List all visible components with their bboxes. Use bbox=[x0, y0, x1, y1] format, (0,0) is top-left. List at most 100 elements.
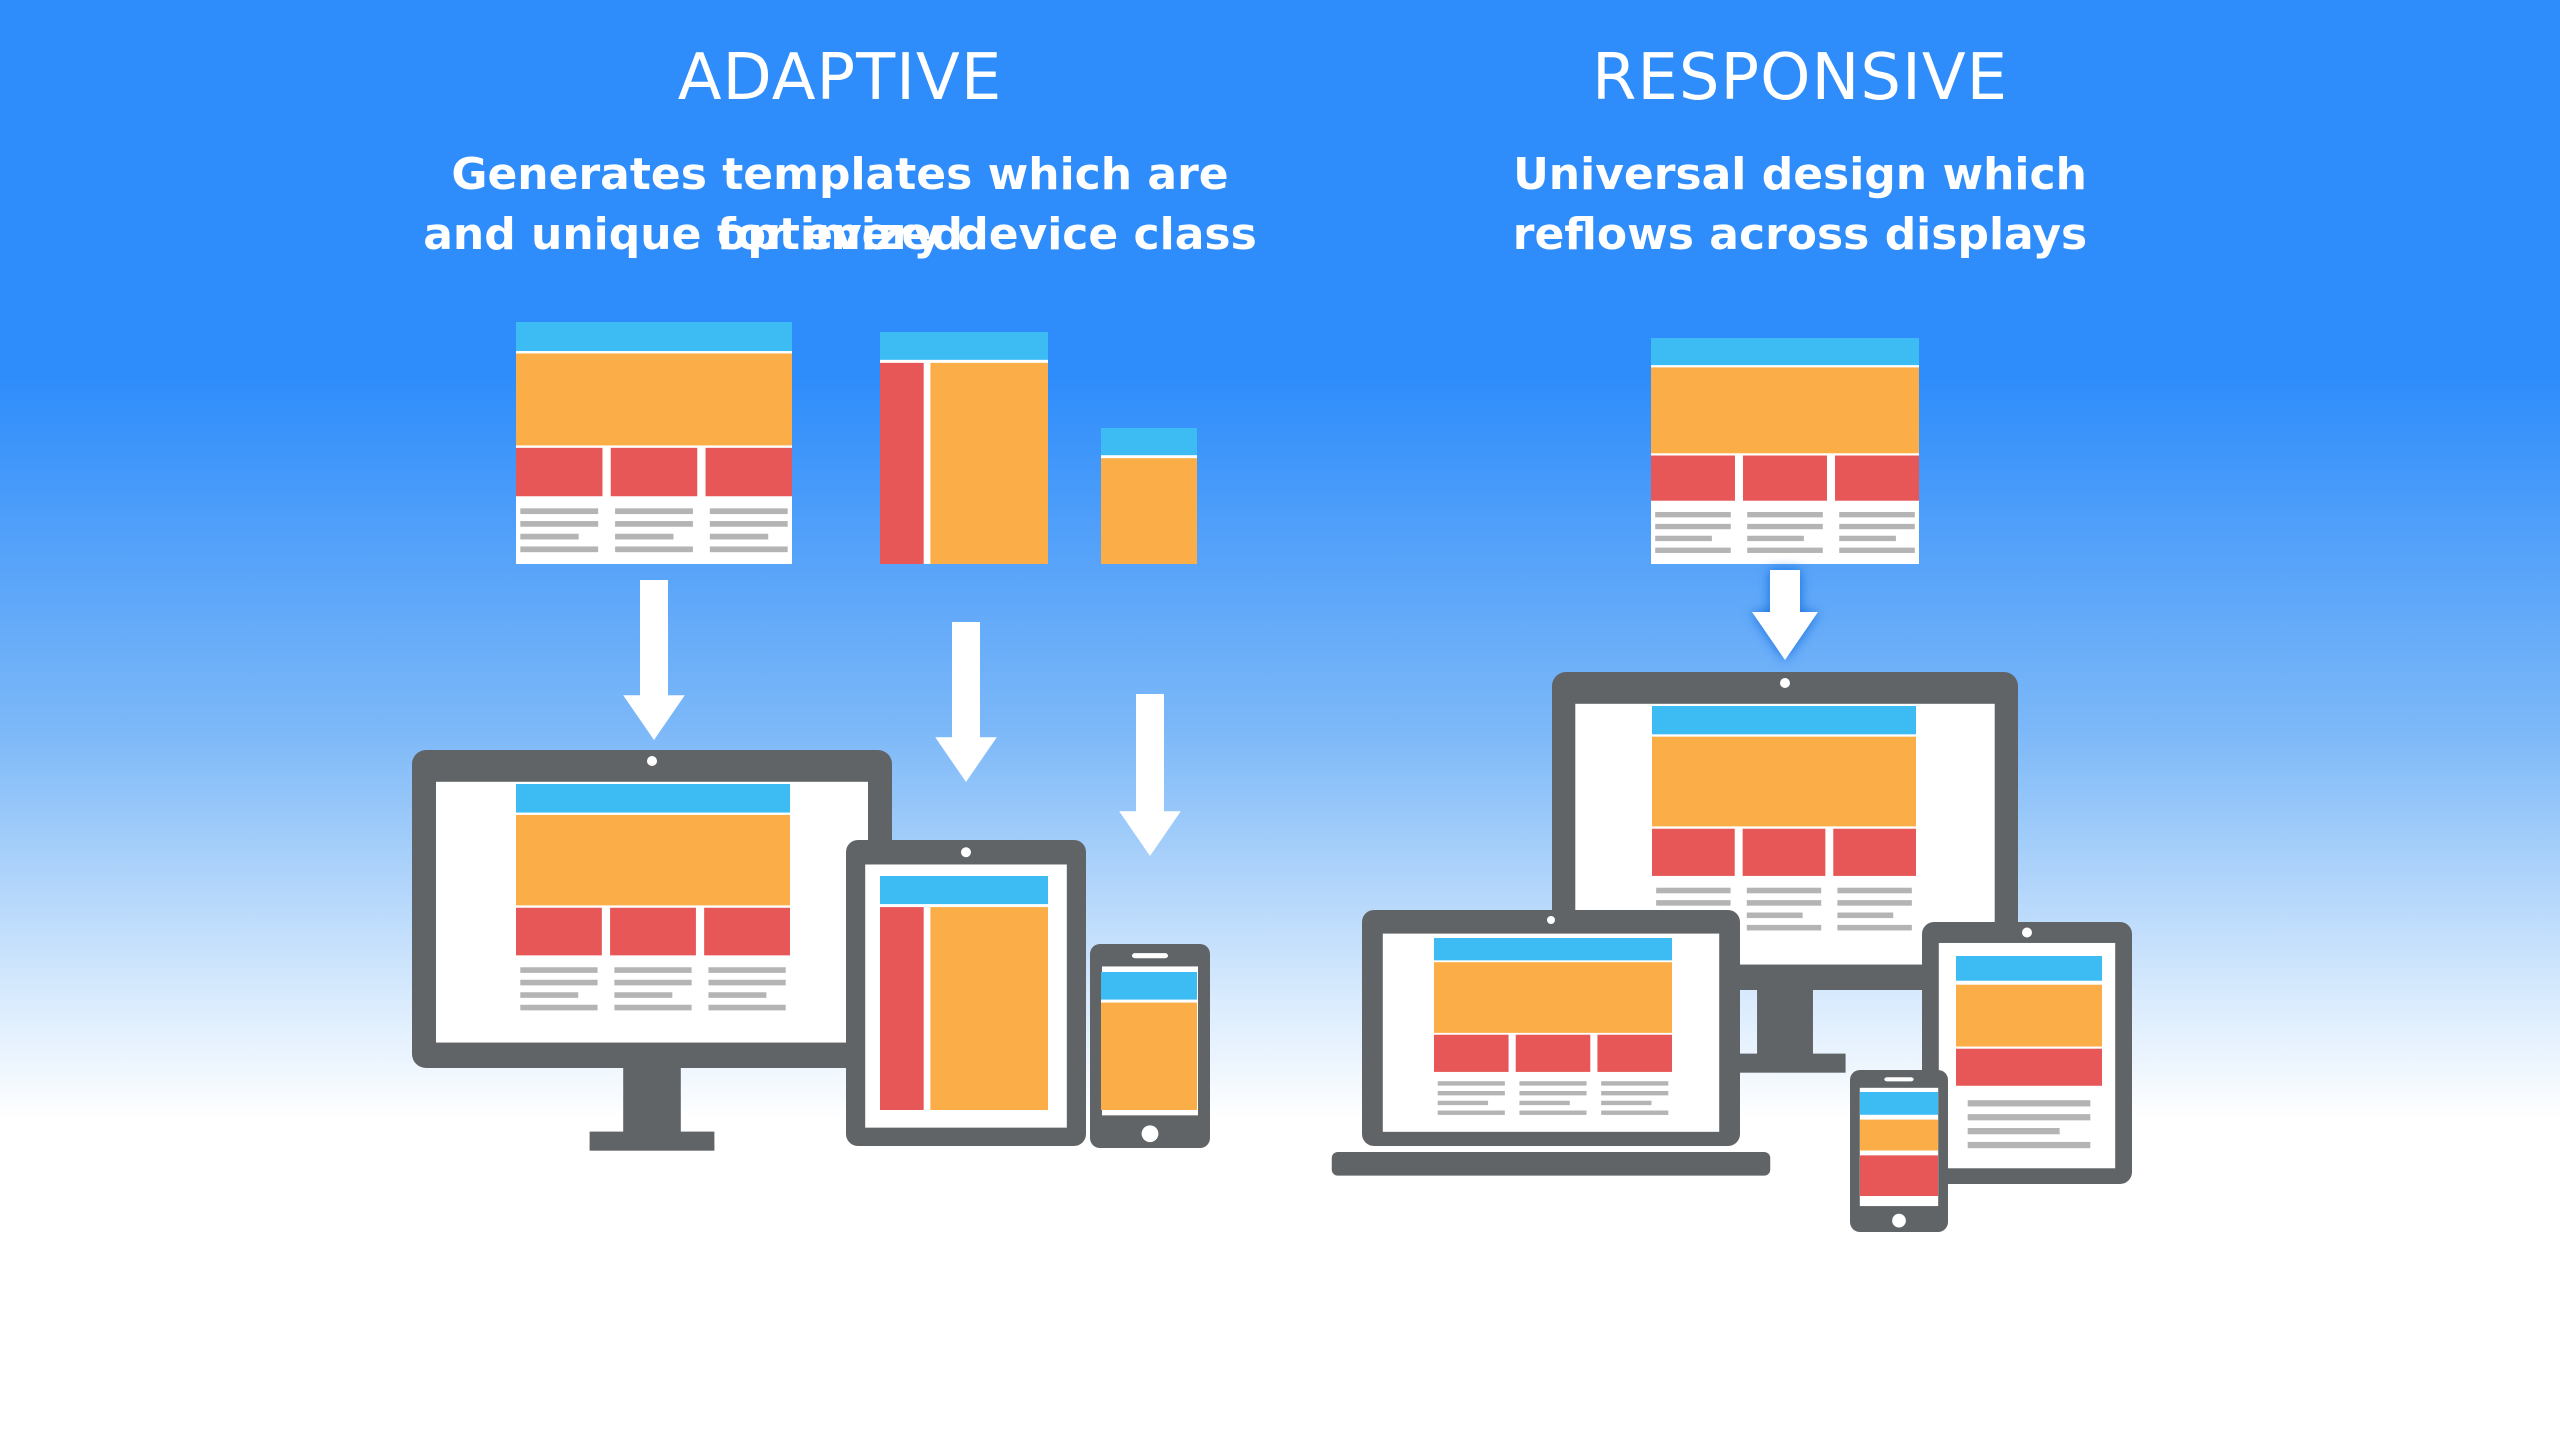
hero-block bbox=[1434, 962, 1672, 1033]
text-line bbox=[708, 992, 767, 998]
phone-screen-layout bbox=[1101, 972, 1197, 1110]
sidebar-block bbox=[880, 907, 924, 1110]
text-line bbox=[520, 979, 598, 986]
content-block bbox=[1515, 1034, 1591, 1072]
responsive-template-icon bbox=[1651, 338, 1919, 564]
phone-template-icon bbox=[1101, 428, 1197, 564]
content-block bbox=[610, 907, 696, 956]
text-line bbox=[615, 521, 693, 527]
speaker bbox=[1132, 953, 1168, 959]
text-line bbox=[1837, 900, 1912, 906]
text-line bbox=[708, 979, 786, 986]
text-line bbox=[1747, 512, 1823, 518]
adaptive-title: ADAPTIVE bbox=[677, 41, 1003, 115]
text-line bbox=[520, 521, 599, 527]
text-line bbox=[708, 967, 786, 973]
phone-screen-layout bbox=[1860, 1092, 1938, 1196]
content-block bbox=[516, 907, 602, 956]
content-block bbox=[704, 907, 790, 956]
text-line bbox=[615, 533, 674, 540]
text-line bbox=[1839, 547, 1915, 553]
text-line bbox=[1746, 924, 1822, 931]
text-line bbox=[1656, 900, 1731, 906]
content-block bbox=[1434, 1034, 1509, 1072]
text-line bbox=[1967, 1114, 2091, 1121]
hero-block bbox=[516, 814, 790, 906]
laptop-icon bbox=[1331, 910, 1771, 1176]
text-line bbox=[1437, 1081, 1505, 1086]
text-line bbox=[1437, 1090, 1505, 1096]
laptop-base bbox=[1331, 1152, 1771, 1176]
responsive-description-line-1: Universal design which bbox=[1513, 149, 2087, 200]
content-block bbox=[516, 447, 603, 497]
text-line bbox=[1839, 535, 1896, 542]
text-line bbox=[520, 533, 579, 540]
text-line bbox=[520, 546, 599, 553]
hero-block bbox=[1652, 736, 1916, 827]
text-line bbox=[614, 979, 692, 986]
phone-icon bbox=[1090, 944, 1210, 1148]
text-line bbox=[709, 508, 788, 515]
tablet-template-icon bbox=[880, 332, 1048, 564]
adaptive-description-line-1: Generates templates which are optimized bbox=[451, 149, 1229, 260]
text-line bbox=[1519, 1081, 1587, 1086]
text-line bbox=[1655, 512, 1731, 518]
text-line bbox=[1656, 887, 1731, 894]
header-bar bbox=[1956, 956, 2102, 981]
text-line bbox=[1601, 1090, 1669, 1096]
hero-block bbox=[1101, 1002, 1197, 1110]
camera-dot bbox=[647, 756, 657, 766]
text-line bbox=[615, 546, 693, 553]
text-line bbox=[1837, 912, 1894, 919]
text-line bbox=[1747, 535, 1804, 542]
content-block bbox=[1835, 455, 1919, 501]
text-line bbox=[614, 992, 673, 998]
text-line bbox=[614, 1004, 692, 1011]
arrow-shape bbox=[1119, 694, 1181, 856]
hero-block bbox=[1651, 367, 1919, 454]
header-bar bbox=[1434, 938, 1672, 961]
text-line bbox=[708, 1004, 786, 1011]
text-line bbox=[1746, 887, 1822, 894]
hero-block bbox=[930, 907, 1048, 1110]
text-line bbox=[520, 1004, 598, 1011]
sidebar-block bbox=[880, 362, 924, 564]
header-bar bbox=[1651, 338, 1919, 366]
text-line bbox=[520, 967, 598, 973]
content-block bbox=[1743, 455, 1827, 501]
text-line bbox=[1967, 1128, 2060, 1135]
responsive-description-line-2: reflows across displays bbox=[1512, 209, 2088, 260]
text-line bbox=[1839, 523, 1915, 530]
text-line bbox=[1655, 535, 1712, 542]
down-arrow-icon bbox=[1752, 570, 1818, 660]
camera-dot bbox=[1780, 678, 1790, 688]
hero-block bbox=[1860, 1119, 1938, 1151]
text-line bbox=[1839, 512, 1915, 518]
text-line bbox=[1747, 547, 1823, 553]
header-bar bbox=[1101, 972, 1197, 1000]
text-line bbox=[1437, 1110, 1505, 1115]
down-arrow-icon bbox=[935, 622, 997, 782]
text-line bbox=[1837, 924, 1912, 931]
speaker bbox=[1884, 1077, 1914, 1082]
content-block bbox=[1651, 455, 1735, 501]
header-bar bbox=[880, 876, 1048, 905]
text-line bbox=[1967, 1100, 2091, 1107]
text-line bbox=[520, 508, 599, 515]
arrow-shape bbox=[935, 622, 997, 782]
hero-block bbox=[1956, 984, 2102, 1047]
tablet-icon bbox=[846, 840, 1086, 1146]
camera-dot bbox=[2022, 927, 2032, 938]
camera-dot bbox=[1547, 916, 1555, 924]
text-line bbox=[1519, 1110, 1587, 1115]
monitor-base bbox=[589, 1131, 715, 1151]
text-line bbox=[1519, 1100, 1570, 1106]
text-line bbox=[1746, 900, 1822, 906]
desktop-template-icon bbox=[516, 322, 792, 564]
tablet-icon bbox=[1922, 922, 2132, 1184]
hero-block bbox=[930, 362, 1048, 564]
text-line bbox=[1747, 523, 1823, 530]
content-block bbox=[1742, 828, 1826, 876]
content-block bbox=[1956, 1048, 2102, 1086]
